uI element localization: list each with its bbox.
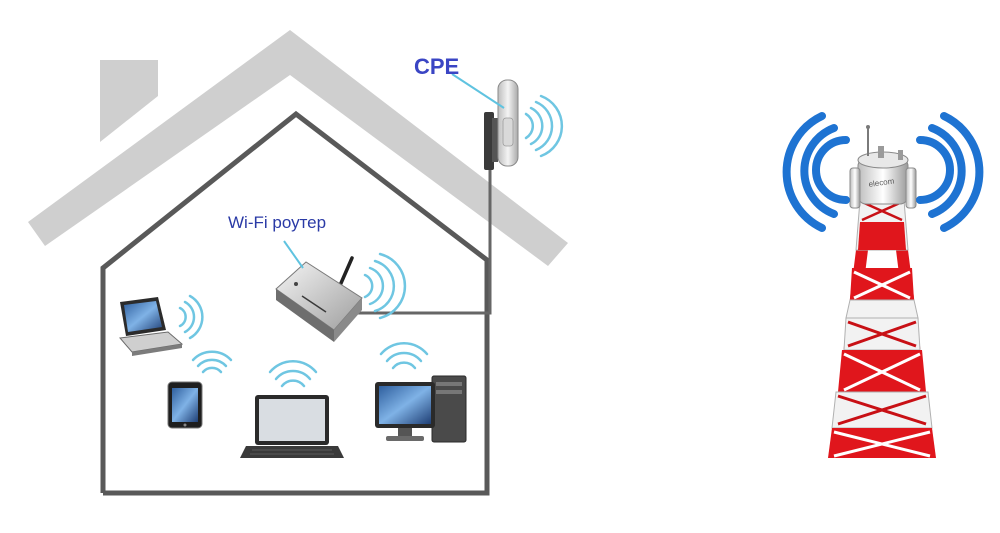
wifi-router-icon [275, 256, 363, 342]
cell-tower-icon [828, 125, 936, 458]
house-outline [100, 110, 490, 496]
desktop-wifi-icon [379, 342, 429, 370]
router-callout-line [283, 240, 304, 269]
tower-right-waves-icon [916, 112, 984, 232]
router-label: Wi-Fi роутер [228, 213, 327, 232]
tablet-icon [167, 381, 203, 429]
tower-left-waves-icon [782, 112, 850, 232]
cpe-callout-line [451, 73, 505, 109]
laptop-wifi-icon [268, 360, 318, 388]
netbook-icon [119, 297, 184, 356]
laptop-icon [240, 395, 344, 458]
desktop-computer-icon [375, 375, 467, 443]
cpe-label: CPE [414, 54, 460, 79]
cpe-wifi-icon [524, 94, 564, 158]
tablet-wifi-icon [191, 350, 233, 374]
cpe-antenna-icon [484, 79, 519, 170]
house-roof [28, 30, 568, 266]
cable [352, 165, 492, 315]
tower-brand-label: elecom [868, 176, 895, 189]
router-wifi-icon [363, 252, 407, 320]
netbook-wifi-icon [178, 294, 204, 340]
